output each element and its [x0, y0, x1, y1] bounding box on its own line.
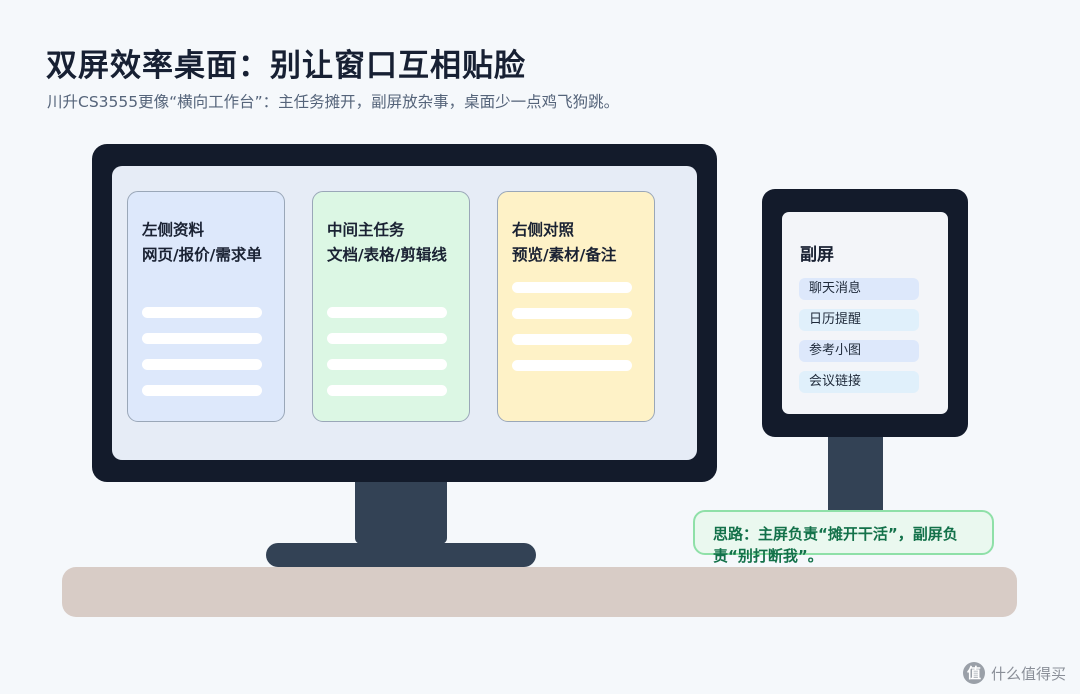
card-title: 右侧对照: [512, 221, 575, 239]
side-item-chat: 聊天消息: [799, 278, 919, 300]
placeholder-line: [327, 307, 447, 318]
card-left-materials: 左侧资料 网页/报价/需求单: [127, 191, 285, 422]
side-monitor-screen: 副屏 聊天消息 日历提醒 参考小图 会议链接: [782, 212, 948, 414]
card-title-text: 左侧资料 网页/报价/需求单: [142, 218, 274, 268]
card-description: 预览/素材/备注: [512, 246, 617, 264]
card-title: 中间主任务: [327, 221, 405, 239]
placeholder-line: [327, 385, 447, 396]
desk: [62, 567, 1017, 617]
side-monitor: 副屏 聊天消息 日历提醒 参考小图 会议链接: [762, 189, 968, 437]
placeholder-line: [327, 359, 447, 370]
side-item-calendar: 日历提醒: [799, 309, 919, 331]
smzdm-logo-icon: 值: [962, 662, 985, 684]
main-monitor: 左侧资料 网页/报价/需求单 中间主任务 文档/表格/剪辑线 右侧对照 预览/素…: [92, 144, 717, 482]
side-item-meeting: 会议链接: [799, 371, 919, 393]
page-title: 双屏效率桌面：别让窗口互相贴脸: [46, 48, 526, 84]
placeholder-line: [142, 333, 262, 344]
placeholder-line: [512, 360, 632, 371]
main-monitor-screen: 左侧资料 网页/报价/需求单 中间主任务 文档/表格/剪辑线 右侧对照 预览/素…: [112, 166, 697, 460]
card-title-text: 中间主任务 文档/表格/剪辑线: [327, 218, 459, 268]
card-title-text: 右侧对照 预览/素材/备注: [512, 218, 644, 268]
placeholder-line: [512, 282, 632, 293]
main-monitor-neck: [355, 482, 447, 544]
page-subtitle: 川升CS3555更像“横向工作台”：主任务摊开，副屏放杂事，桌面少一点鸡飞狗跳。: [47, 93, 620, 111]
card-right-reference: 右侧对照 预览/素材/备注: [497, 191, 655, 422]
card-description: 网页/报价/需求单: [142, 246, 262, 264]
watermark-text: 什么值得买: [990, 664, 1066, 683]
placeholder-line: [142, 307, 262, 318]
side-monitor-title: 副屏: [800, 245, 834, 265]
placeholder-line: [512, 334, 632, 345]
watermark: 值 什么值得买: [962, 662, 1066, 684]
idea-note: 思路：主屏负责“摊开干活”，副屏负责“别打断我”。: [693, 510, 994, 565]
side-monitor-neck: [828, 437, 883, 515]
main-monitor-base: [266, 543, 536, 567]
card-center-main-task: 中间主任务 文档/表格/剪辑线: [312, 191, 470, 422]
side-item-reference: 参考小图: [799, 340, 919, 362]
placeholder-line: [142, 385, 262, 396]
placeholder-line: [512, 308, 632, 319]
placeholder-line: [142, 359, 262, 370]
card-description: 文档/表格/剪辑线: [327, 246, 447, 264]
placeholder-line: [327, 333, 447, 344]
card-title: 左侧资料: [142, 221, 205, 239]
